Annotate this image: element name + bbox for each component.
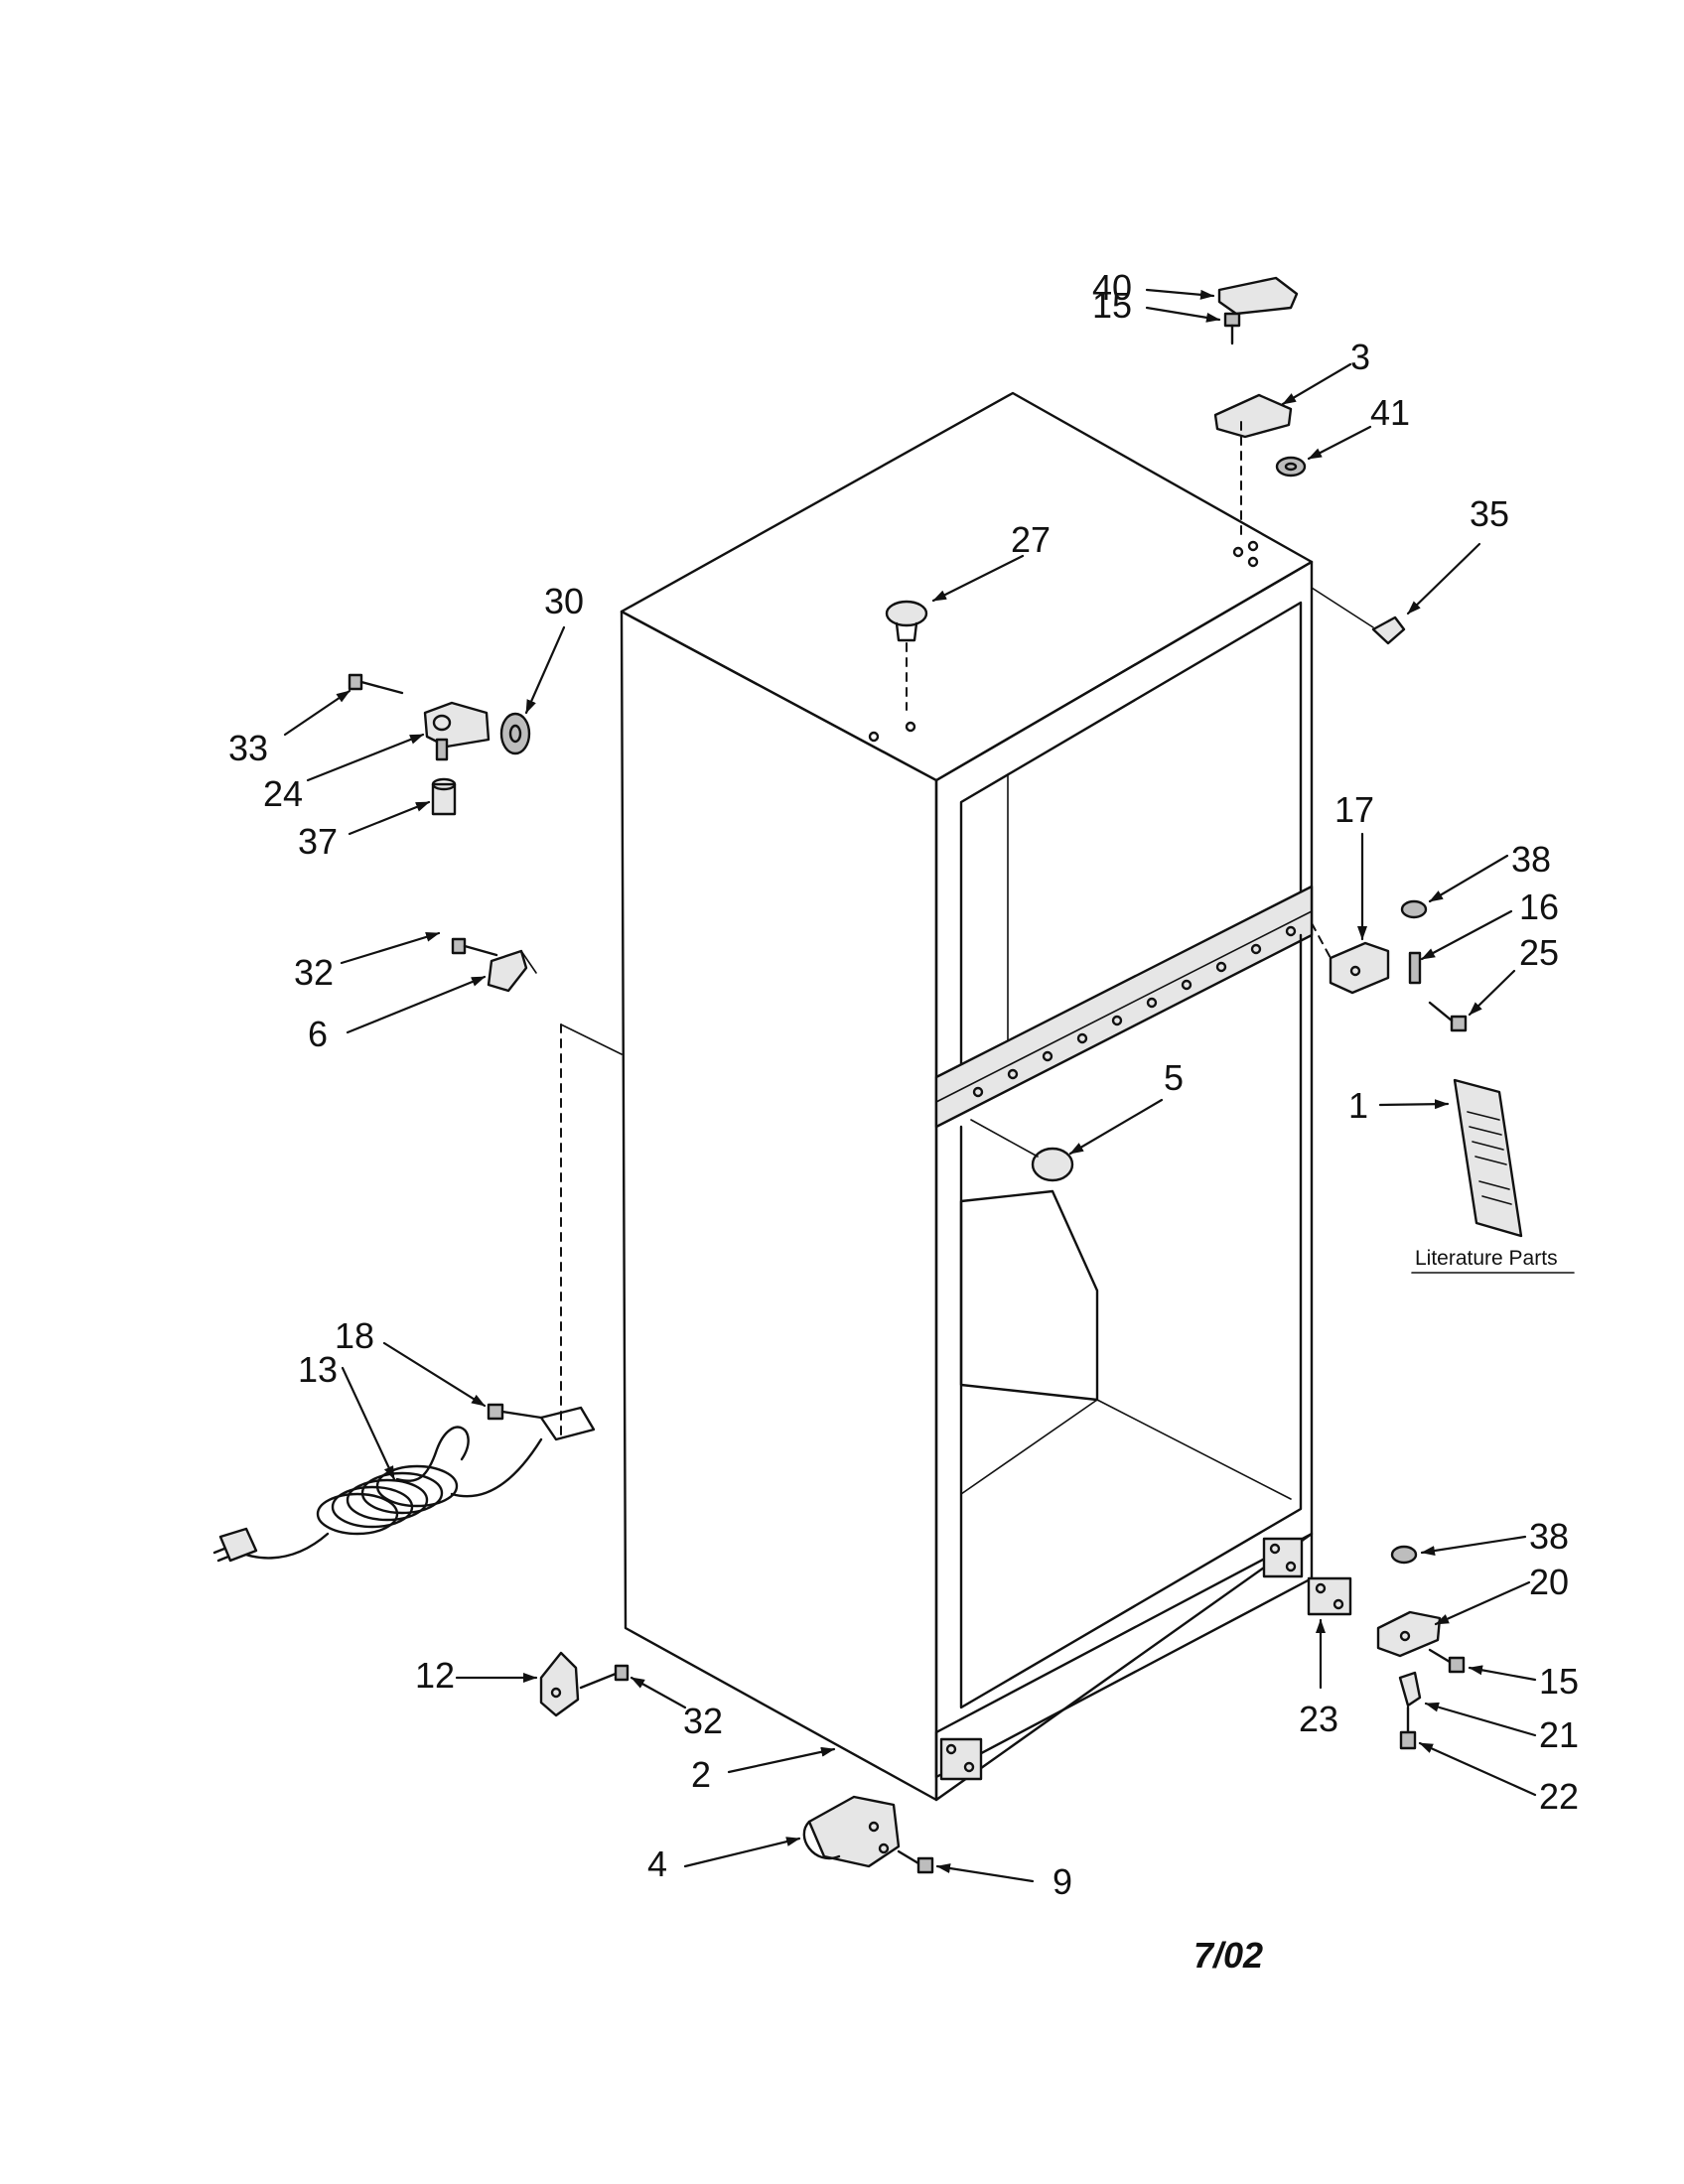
- part-17-center-hinge: [1329, 941, 1390, 995]
- part-30-roller: [499, 712, 531, 755]
- callout-15: 15: [1539, 1661, 1579, 1702]
- cabinet-front-frame: [934, 560, 1314, 1802]
- part-16-hinge-pin: [1311, 922, 1422, 985]
- part-35-clip: [1371, 615, 1406, 645]
- callout-24: 24: [263, 773, 303, 814]
- callout-2: 2: [691, 1754, 711, 1795]
- callout-6: 6: [308, 1014, 328, 1054]
- part-25-screw: [1428, 1001, 1468, 1032]
- callout-35: 35: [1470, 493, 1509, 534]
- part-22-screw: [1399, 1706, 1417, 1750]
- callout-13: 13: [298, 1349, 338, 1390]
- callout-30: 30: [544, 581, 584, 621]
- cabinet: [620, 391, 1314, 1802]
- callout-25: 25: [1519, 932, 1559, 973]
- callout-1: 1: [1348, 1085, 1368, 1126]
- part-20-bottom-hinge: [1376, 1610, 1442, 1658]
- fresh-food-liner: [959, 933, 1303, 1709]
- callout-17: 17: [1334, 789, 1374, 830]
- callout-12: 12: [415, 1655, 455, 1696]
- callout-40: 40: [1092, 267, 1132, 308]
- callout-4: 4: [647, 1843, 667, 1884]
- cabinet-top: [620, 391, 1314, 782]
- part-4-bottom-hinge: [802, 1795, 901, 1868]
- revision-date: 7/02: [1193, 1935, 1263, 1976]
- callout-41: 41: [1370, 392, 1410, 433]
- callout-21: 21: [1539, 1714, 1579, 1755]
- part-37-spacer: [431, 777, 457, 816]
- part-6-clamp: [487, 949, 537, 993]
- part-5-knob: [970, 1119, 1074, 1182]
- part-3-top-hinge: [1213, 393, 1293, 439]
- part-24-roller-bracket: [423, 701, 491, 761]
- callout-32: 32: [294, 952, 334, 993]
- part-15-screw-top: [1223, 312, 1241, 345]
- part-18-screw: [487, 1403, 543, 1421]
- part-13-power-cord: [212, 1406, 596, 1563]
- part-21-pin: [1398, 1671, 1422, 1707]
- rail-holes: [972, 925, 1297, 1098]
- part-38-washer-upper: [1400, 899, 1428, 919]
- bottom-sill: [934, 1532, 1314, 1779]
- part-41-washer: [1275, 456, 1307, 478]
- part-23-shim: [1307, 1576, 1352, 1616]
- literature-parts-label: Literature Parts: [1415, 1247, 1558, 1270]
- callout-20: 20: [1529, 1562, 1569, 1602]
- callout-9: 9: [1052, 1861, 1072, 1902]
- callout-38: 38: [1529, 1516, 1569, 1557]
- part-33-screw: [348, 673, 404, 695]
- callout-18: 18: [335, 1315, 374, 1356]
- callout-23: 23: [1299, 1699, 1338, 1739]
- part-12-bracket: [539, 1651, 580, 1717]
- callout-33: 33: [228, 728, 268, 768]
- part-32-screw-lower: [579, 1664, 630, 1690]
- part-1-literature: [1411, 1078, 1575, 1274]
- callout-37: 37: [298, 821, 338, 862]
- part-32-screw-upper: [451, 937, 498, 957]
- callout-5: 5: [1164, 1057, 1184, 1098]
- part-38-washer-lower: [1390, 1545, 1418, 1565]
- evaporator-cover: [959, 1189, 1099, 1402]
- callout-16: 16: [1519, 887, 1559, 927]
- callout-3: 3: [1350, 337, 1370, 377]
- back-panel-edge: [560, 1024, 623, 1055]
- callout-arrows: [283, 288, 1537, 1883]
- part-9-screw: [897, 1849, 934, 1874]
- callout-labels: 40 15 3 41 35 27 30 33 24 37 32 6 17 38 …: [228, 267, 1579, 1976]
- callout-38: 38: [1511, 839, 1551, 880]
- callout-22: 22: [1539, 1776, 1579, 1817]
- part-40-hinge-cover: [1217, 276, 1299, 316]
- callout-15: 15: [1092, 285, 1132, 326]
- cabinet-left-side: [620, 610, 938, 1802]
- part-27-plug: [885, 600, 928, 711]
- part-15-screw-right: [1428, 1648, 1466, 1674]
- callout-27: 27: [1011, 519, 1051, 560]
- freezer-liner: [959, 601, 1303, 1079]
- callout-32: 32: [683, 1701, 723, 1741]
